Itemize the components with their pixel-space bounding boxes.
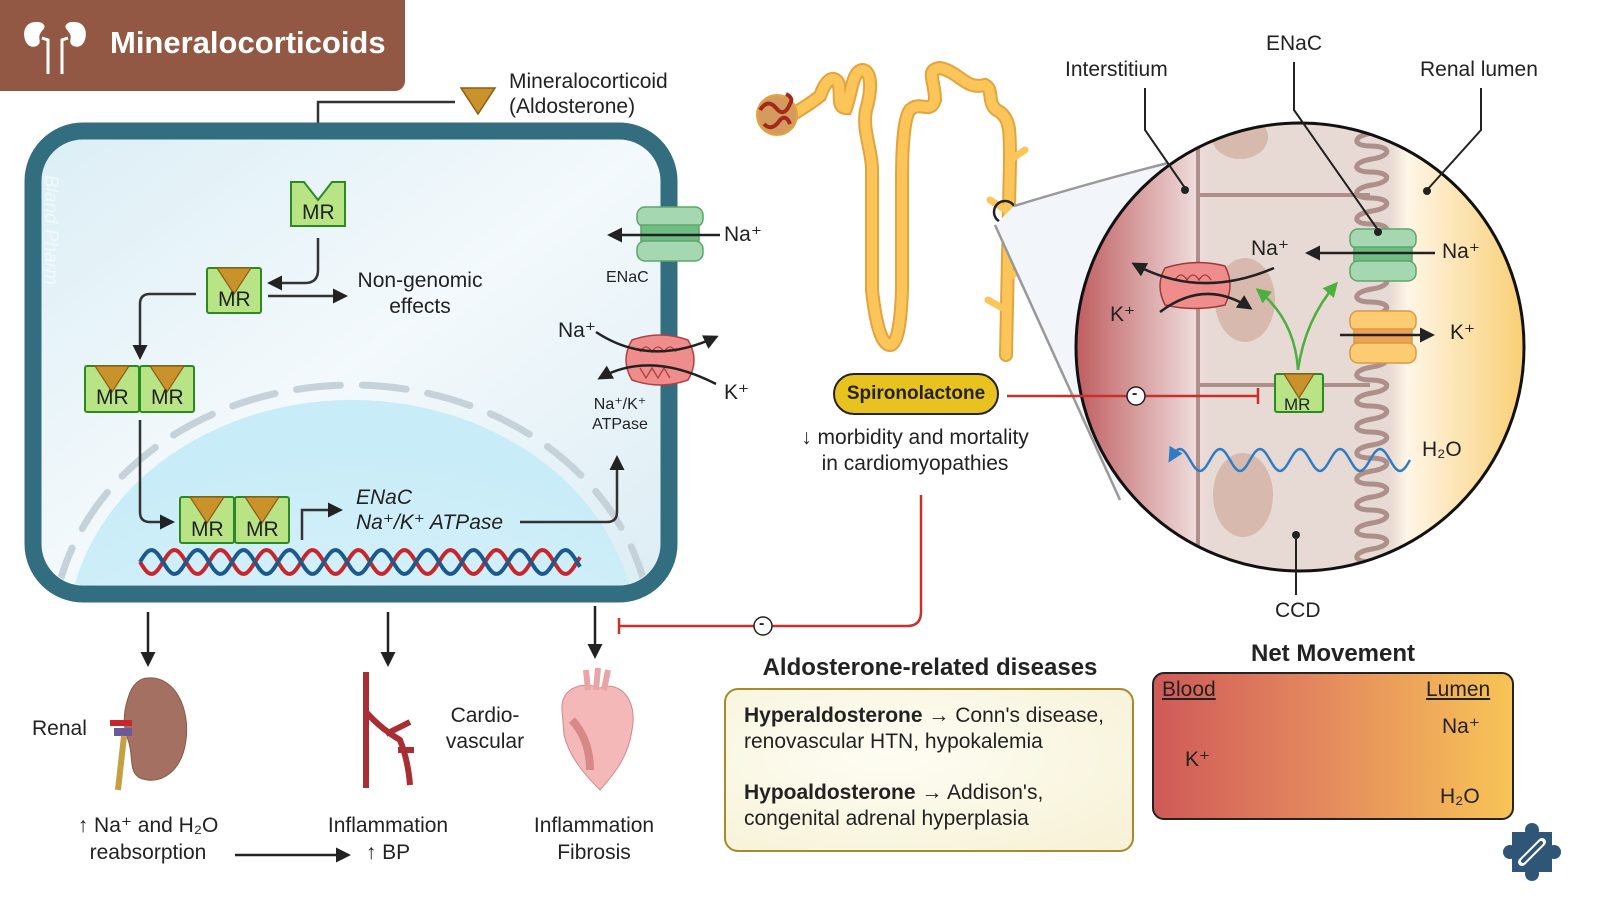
ligand-label-1: Mineralocorticoid [509, 70, 668, 93]
renal-lumen-label: Renal lumen [1420, 58, 1538, 81]
zoom-h2o-label: H₂O [1422, 438, 1462, 461]
nucleus [67, 400, 637, 585]
pump-label-2: ATPase [592, 416, 648, 433]
glomerulus-icon [756, 92, 798, 136]
pump-na-label: Na⁺ [558, 319, 596, 342]
cardio-outcome-2: Fibrosis [557, 841, 631, 864]
drug-effect-1: ↓ morbidity and mortality [801, 426, 1029, 449]
mr-dimer-nucleus [179, 496, 290, 544]
inhibit-symbol: - [759, 615, 765, 632]
pump-k-label: K⁺ [724, 381, 750, 404]
pump-label-1: Na⁺/K⁺ [593, 396, 647, 413]
net-row-k: K⁺ [1185, 748, 1211, 771]
lumen-label: Lumen [1426, 678, 1491, 701]
net-movement-box [1152, 672, 1514, 820]
disease-item-cont: congenital adrenal hyperplasia [744, 807, 1029, 830]
zoom-romk-channel [1349, 310, 1417, 364]
mr-label: MR [96, 386, 129, 409]
vascular-outcome-1: Inflammation [327, 814, 449, 837]
mr-label: MR [246, 518, 279, 541]
zoom-k-right-label: K⁺ [1450, 321, 1476, 344]
inhibit-symbol: - [1132, 385, 1138, 402]
ligand-label-2: (Aldosterone) [509, 95, 636, 118]
mr-label: MR [218, 288, 251, 311]
disease-item: Hypoaldosterone → Addison's, [744, 780, 1043, 806]
diseases-title: Aldosterone-related diseases [762, 654, 1098, 681]
blood-label: Blood [1162, 678, 1216, 701]
blood-vessel-icon [363, 672, 414, 788]
watermark: Bland Pharm [40, 175, 61, 285]
dna-helix [138, 547, 582, 577]
disease-arrow: → [922, 704, 956, 727]
mr-label: MR [151, 386, 184, 409]
enac-label: ENaC [606, 269, 649, 286]
mr-dimer-cytoplasm [84, 365, 195, 413]
aldosterone-triangle-icon [459, 87, 497, 116]
inhibit-cardio-line [617, 495, 923, 634]
zoom-mr-receptor [1274, 373, 1324, 413]
non-genomic-label-2: effects [389, 295, 451, 318]
puzzle-pill-icon [1503, 823, 1561, 881]
organ-label-renal: Renal [32, 717, 87, 740]
page-title: Mineralocorticoids [110, 25, 386, 60]
disease-arrow: → [915, 781, 948, 804]
zoom-enac-label: ENaC [1266, 32, 1323, 55]
net-row-na: Na⁺ [1442, 715, 1480, 738]
inhibit-cardio-symbol [753, 616, 773, 636]
net-row-h2o: H₂O [1440, 785, 1480, 808]
spironolactone-badge: Spironolactone [833, 373, 999, 415]
zoom-na-in-label: Na⁺ [1251, 237, 1289, 260]
cardio-outcome-1: Inflammation [533, 814, 655, 837]
zoom-k-left-label: K⁺ [1110, 303, 1136, 326]
gene-label-pump: Na⁺/K⁺ ATPase [356, 511, 504, 534]
mr-label: MR [302, 201, 335, 224]
zoom-na-out-label: Na⁺ [1442, 240, 1480, 263]
mr-receptor-unbound [290, 181, 346, 227]
organ-label-cardio-2: vascular [445, 730, 525, 753]
organ-label-cardio-1: Cardio- [450, 704, 520, 727]
interstitium-label: Interstitium [1065, 58, 1168, 81]
heart-icon [561, 667, 634, 791]
vascular-outcome-2: ↑ BP [365, 841, 411, 864]
transcription-arrow [300, 502, 343, 540]
gene-label-enac: ENaC [356, 486, 413, 509]
enac-ion-label: Na⁺ [724, 223, 762, 246]
disease-text: Conn's disease, [955, 704, 1104, 727]
disease-text: Addison's, [947, 781, 1044, 804]
nephron-icon [783, 60, 1029, 362]
disease-item-cont: renovascular HTN, hypokalemia [744, 730, 1043, 753]
ccd-zoom-view [1074, 121, 1526, 573]
disease-item: Hyperaldosterone → Conn's disease, [744, 703, 1104, 729]
net-movement-title: Net Movement [1250, 640, 1416, 667]
renal-outcome-2: reabsorption [89, 841, 207, 864]
non-genomic-label-1: Non-genomic [357, 269, 483, 292]
inhibit-mr-symbol [1126, 386, 1146, 406]
mr-receptor-bound [206, 267, 262, 314]
drug-effect-2: in cardiomyopathies [821, 452, 1009, 475]
title-banner: Mineralocorticoids [0, 0, 405, 91]
diseases-box: Hyperaldosterone → Conn's disease, renov… [724, 688, 1134, 852]
mr-label: MR [191, 518, 224, 541]
renal-outcome-1: ↑ Na⁺ and H₂O [77, 814, 219, 837]
kidneys-icon [24, 22, 86, 74]
zoom-enac-channel [1349, 228, 1417, 282]
zoom-na-k-atpase [1159, 261, 1231, 310]
zoom-mr-label: MR [1284, 395, 1311, 414]
ccd-label: CCD [1275, 599, 1321, 622]
disease-name: Hypoaldosterone [744, 781, 916, 804]
kidney-icon [110, 677, 188, 791]
na-k-atpase-pump [625, 334, 695, 386]
disease-name: Hyperaldosterone [744, 704, 923, 727]
